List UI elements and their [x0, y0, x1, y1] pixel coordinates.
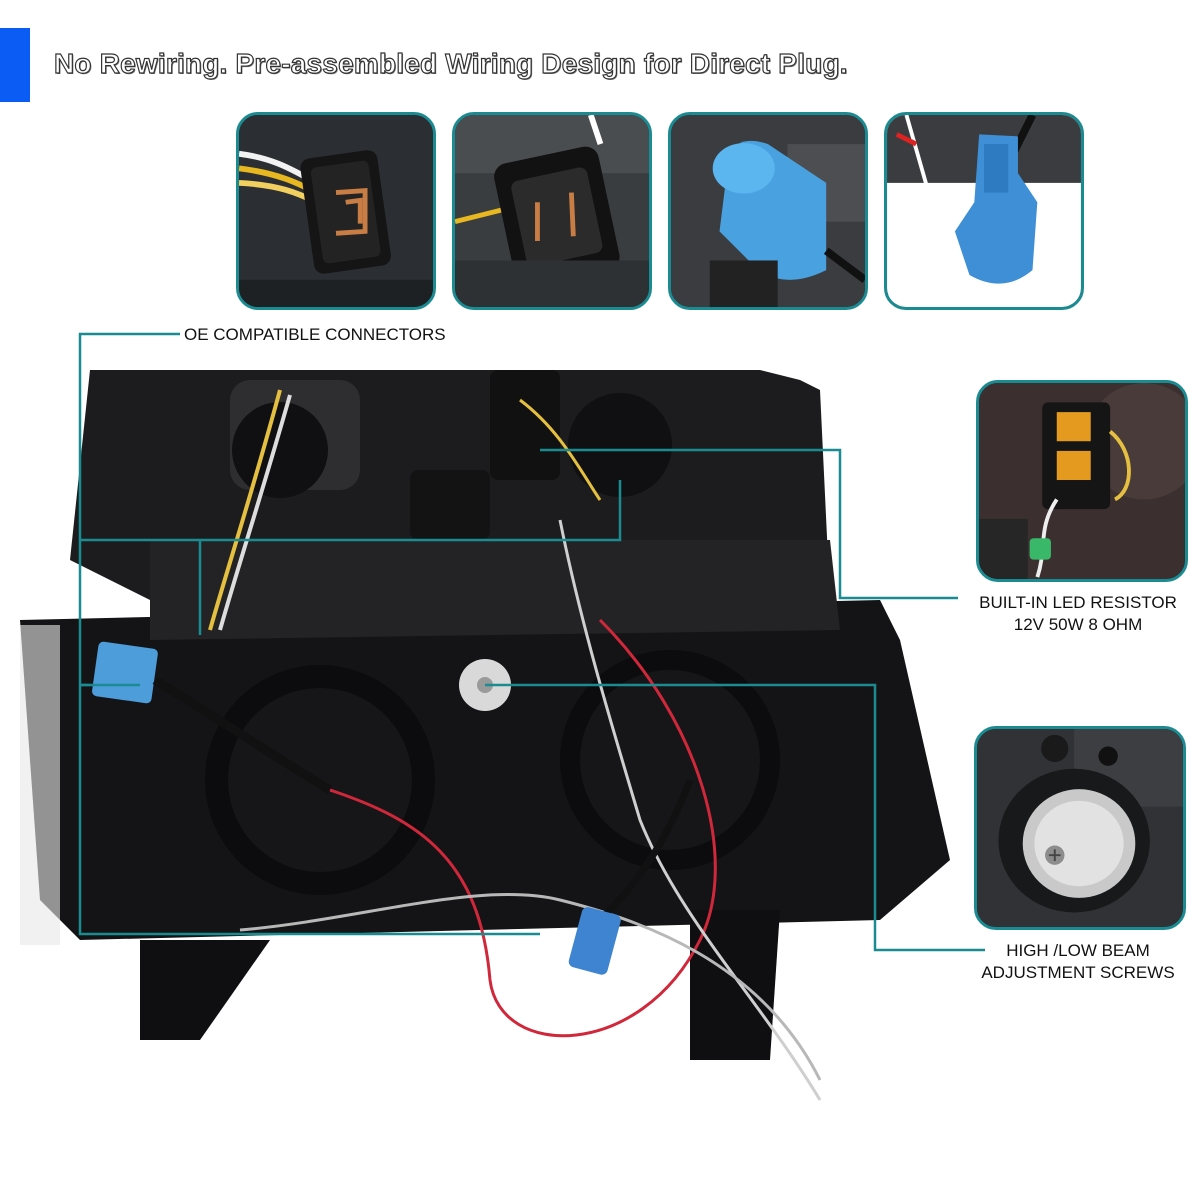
callout-adjust-line1: HIGH /LOW BEAM — [1006, 941, 1150, 960]
callout-adjustment: HIGH /LOW BEAM ADJUSTMENT SCREWS — [962, 940, 1194, 984]
blue-9006-plug-icon — [671, 115, 865, 307]
resistor-block — [490, 370, 560, 480]
blue-plug-left — [92, 641, 158, 704]
callout-resistor: BUILT-IN LED RESISTOR 12V 50W 8 OHM — [962, 592, 1194, 636]
headline: No Rewiring. Pre-assembled Wiring Design… — [53, 47, 848, 79]
callout-resistor-line2: 12V 50W 8 OHM — [1013, 615, 1143, 634]
socket-connector-icon — [455, 115, 649, 307]
thumbnail-socket-connector — [452, 112, 652, 310]
bulb-socket-left — [232, 402, 328, 498]
accent-bar — [0, 28, 30, 102]
red-wire — [329, 618, 717, 1038]
callout-oe-connectors: OE COMPATIBLE CONNECTORS — [184, 325, 446, 344]
detail-led-resistor — [976, 380, 1188, 582]
callout-adjust-line2: ADJUSTMENT SCREWS — [981, 963, 1175, 982]
detail-adjustment-screw — [974, 726, 1186, 930]
adjustment-screw-icon — [977, 729, 1183, 927]
blue-socket-icon — [887, 115, 1081, 307]
thumbnail-blue-socket — [884, 112, 1084, 310]
led-resistor-icon — [979, 383, 1185, 579]
headlight-product-photo — [20, 332, 985, 1101]
housing-lower — [20, 600, 950, 940]
white-wire — [558, 519, 822, 1101]
blue-plug-bottom — [568, 907, 621, 975]
thumbnail-blue-plug — [668, 112, 868, 310]
callout-resistor-line1: BUILT-IN LED RESISTOR — [979, 593, 1177, 612]
bulb-socket-right — [568, 393, 672, 497]
clear-lens-edge — [20, 625, 60, 945]
thumbnail-plug-connector — [236, 112, 436, 310]
plug-connector-icon — [239, 115, 433, 307]
callout-lines — [78, 332, 985, 952]
